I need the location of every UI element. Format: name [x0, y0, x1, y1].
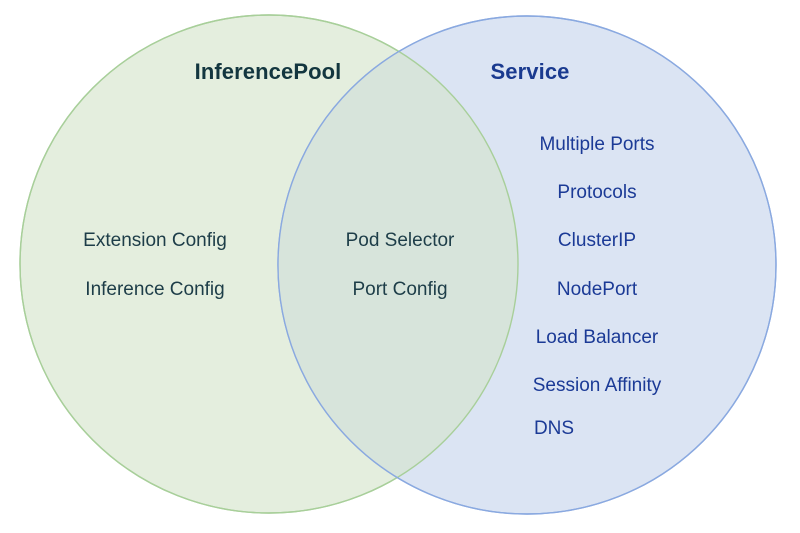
intersection-item: Pod Selector — [345, 230, 455, 251]
right-set-circle-outline — [277, 15, 777, 515]
left-set-circle-outline — [19, 14, 519, 514]
intersection-region — [278, 16, 518, 513]
right-set-item: Session Affinity — [532, 375, 662, 396]
right-set-item: Multiple Ports — [539, 134, 655, 155]
left-set-item: Extension Config — [83, 230, 227, 251]
right-set-item: Protocols — [557, 182, 637, 203]
intersection-item: Port Config — [352, 279, 448, 300]
left-set-item: Inference Config — [85, 279, 225, 300]
right-set-title: Service — [490, 59, 570, 84]
right-set-item: Load Balancer — [535, 327, 659, 348]
right-set-item: DNS — [533, 418, 575, 439]
right-set-item: ClusterIP — [557, 230, 637, 251]
right-set-item: NodePort — [556, 279, 638, 300]
left-set-title: InferencePool — [194, 59, 342, 84]
